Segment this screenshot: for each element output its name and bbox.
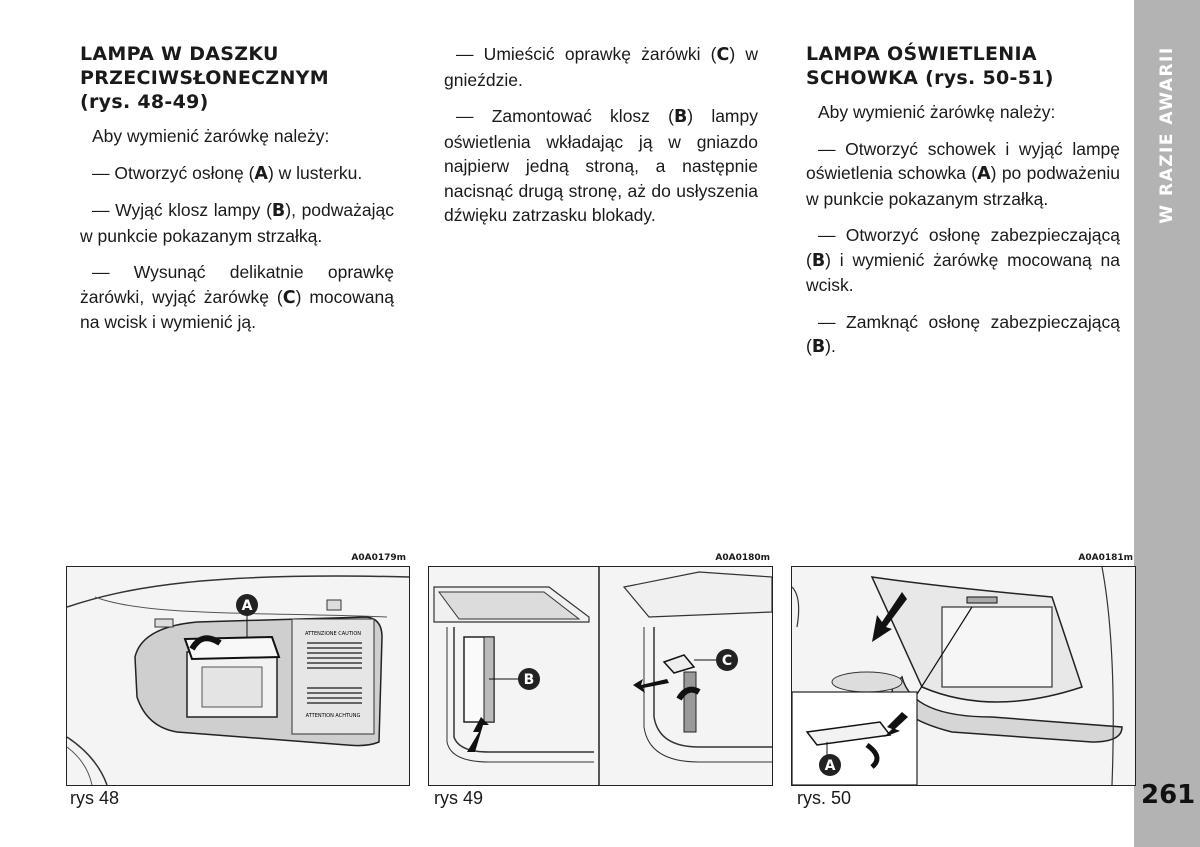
heading-sun-visor-lamp: LAMPA W DASZKU PRZECIWSŁONECZNYM (rys. 4… <box>80 42 394 114</box>
callout-a-label: A <box>242 598 253 614</box>
arrow-icon <box>884 712 908 737</box>
step-paragraph: — Umieścić oprawkę żarówki (C) w gnieźdz… <box>444 44 759 90</box>
figure-glovebox: A <box>791 566 1136 786</box>
figure-sun-visor: ATTENZIONE CAUTION ATTENTION ACHTUNG A <box>66 566 410 786</box>
visor-label-dots <box>307 642 362 704</box>
step-paragraph: — Otworzyć schowek i wyjąć lampę oświetl… <box>806 138 1120 209</box>
visor-label-top: ATTENZIONE CAUTION <box>305 631 361 637</box>
visor-label-bottom: ATTENTION ACHTUNG <box>306 713 361 719</box>
figure-visor-lamp-detail: B C <box>428 566 773 786</box>
column-continuation: — Umieścić oprawkę żarówki (C) w gnieźdz… <box>444 42 758 240</box>
step-paragraph: — Zamknąć osłonę zabezpieczającą (B). <box>806 311 1120 358</box>
step-paragraph: — Wysunąć delikatnie oprawkę żarówki, wy… <box>80 262 394 332</box>
figure-caption: rys. 50 <box>797 788 852 808</box>
callout-b-label: B <box>524 672 535 688</box>
arrow-curve-icon <box>865 742 880 769</box>
callout-c-icon <box>716 649 738 671</box>
key-letter: B <box>271 201 286 221</box>
glovebox-illustration: A <box>792 567 1123 785</box>
heading-line-1: LAMPA W DASZKU <box>80 43 279 65</box>
figure-code: A0A0181m <box>1078 553 1133 563</box>
intro-text: Aby wymienić żarówkę należy: <box>818 102 1056 122</box>
arrow-left-icon <box>633 679 669 693</box>
page-number: 261 <box>1141 780 1196 810</box>
section-title: W RAZIE AWARII <box>1157 46 1177 224</box>
intro-text: Aby wymienić żarówkę należy: <box>92 126 330 146</box>
callout-b-icon <box>518 668 540 690</box>
heading-line-2-sub: (rys. 50-51) <box>918 67 1054 89</box>
figure-code: A0A0179m <box>351 553 406 563</box>
key-letter: A <box>977 164 991 184</box>
arrow-up-icon <box>467 717 489 752</box>
column-glovebox-lamp: LAMPA OŚWIETLENIA SCHOWKA (rys. 50-51) A… <box>806 42 1120 372</box>
column-sun-visor-lamp: LAMPA W DASZKU PRZECIWSŁONECZNYM (rys. 4… <box>80 42 394 347</box>
step-paragraph: — Zamontować klosz (B) lampy oświetlenia… <box>444 106 758 225</box>
arrow-curve-icon <box>676 686 701 701</box>
arrow-down-icon <box>872 592 907 642</box>
heading-line-1: LAMPA OŚWIETLENIA <box>806 43 1037 65</box>
heading-line-3: (rys. 48-49) <box>80 91 209 113</box>
callout-a-label: A <box>825 758 836 774</box>
key-letter: B <box>673 107 688 127</box>
section-tab: W RAZIE AWARII <box>1134 0 1200 240</box>
heading-line-2: SCHOWKA <box>806 67 919 89</box>
key-letter: B <box>811 250 826 271</box>
figure-code: A0A0180m <box>715 553 770 563</box>
figure-caption: rys 49 <box>434 788 484 808</box>
arrow-icon <box>189 635 222 651</box>
step-paragraph: — Otworzyć osłonę zabezpieczającą (B) i … <box>806 225 1120 295</box>
callout-a-icon <box>819 754 841 776</box>
visor-lamp-illustration: B C <box>433 567 772 785</box>
heading-glovebox-lamp: LAMPA OŚWIETLENIA SCHOWKA (rys. 50-51) <box>806 42 1120 90</box>
step-paragraph: — Otworzyć osłonę (A) w lusterku. <box>92 162 363 184</box>
sun-visor-illustration: ATTENZIONE CAUTION ATTENTION ACHTUNG A <box>67 575 409 785</box>
key-letter: C <box>716 45 730 65</box>
key-letter: A <box>254 163 268 184</box>
section-sidebar: W RAZIE AWARII <box>1134 0 1200 847</box>
step-paragraph: — Wyjąć klosz lampy (B), podważając w pu… <box>80 200 394 246</box>
callout-a-icon <box>236 594 258 616</box>
figure-caption: rys 48 <box>70 788 120 808</box>
key-letter: B <box>811 337 826 357</box>
key-letter: C <box>282 287 296 308</box>
callout-c-label: C <box>722 653 732 669</box>
heading-line-2: PRZECIWSŁONECZNYM <box>80 67 329 89</box>
